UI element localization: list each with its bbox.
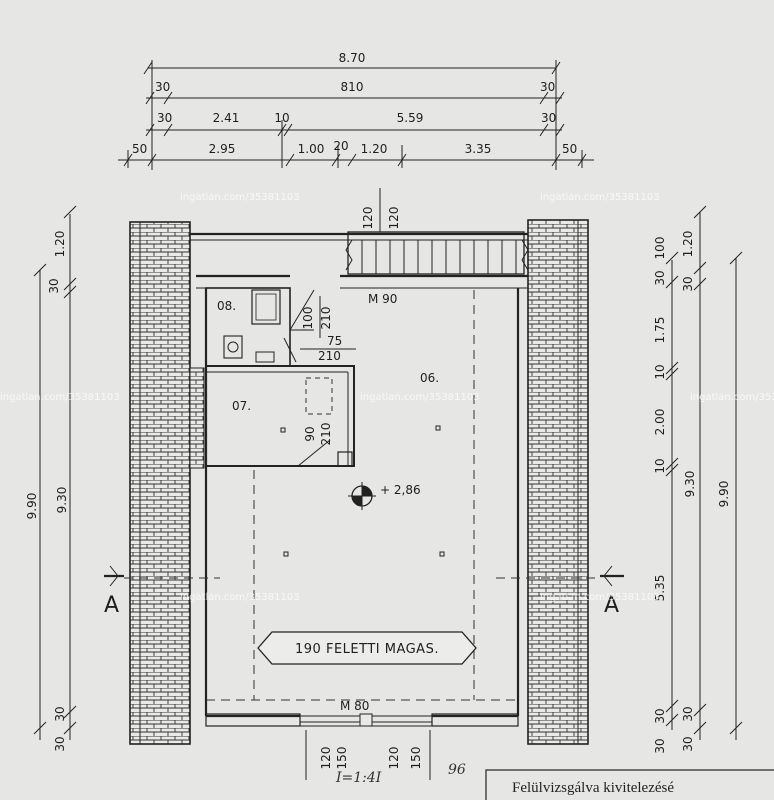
watermark-5: ingatlan.com/35381103 bbox=[690, 392, 774, 403]
dim-row3-c: 10 bbox=[274, 111, 289, 125]
right-dim-outer: 9.90 bbox=[717, 481, 731, 508]
bottom-dimensions: 120 150 120 150 I=1:4I 96 bbox=[305, 730, 466, 786]
door-07-width: 75 bbox=[327, 334, 342, 348]
room-08-label: 08. bbox=[217, 299, 236, 313]
door-stair-width: 90 bbox=[303, 426, 317, 441]
room-08: 08. 100 210 bbox=[205, 287, 333, 367]
dim-row3-a: 30 bbox=[157, 111, 172, 125]
left-dim-b: 30 bbox=[47, 278, 61, 293]
section-marker-left: A bbox=[104, 565, 220, 618]
watermark-3: ingatlan.com/35381103 bbox=[0, 392, 120, 403]
left-dim-d: 30 bbox=[53, 706, 67, 721]
right-inner-b: 30 bbox=[653, 270, 667, 285]
dim-row4-g: 50 bbox=[562, 142, 577, 156]
bottom-dim-b: 150 bbox=[335, 747, 349, 770]
right-mid-c: 9.30 bbox=[683, 471, 697, 498]
door-stair-height: 210 bbox=[319, 423, 333, 446]
dim-row3-b: 2.41 bbox=[213, 111, 240, 125]
dim-row2-mid: 810 bbox=[341, 80, 364, 94]
dim-row4-f: 3.35 bbox=[465, 142, 492, 156]
left-dim-outer: 9.90 bbox=[25, 493, 39, 520]
left-dim-e: 30 bbox=[53, 736, 67, 751]
dim-row4-a: 50 bbox=[132, 142, 147, 156]
dim-row4-d: 20 bbox=[333, 139, 348, 153]
height-note-text: 190 FELETTI MAGAS. bbox=[295, 642, 439, 657]
right-inner-f: 10 bbox=[653, 458, 667, 473]
top-dimension-lines: 8.70 30 810 30 30 2.41 10 5.59 30 50 2.9… bbox=[118, 51, 594, 170]
inner-left-brick bbox=[189, 367, 205, 469]
dim-total-width: 8.70 bbox=[339, 51, 366, 65]
section-marker-right: A bbox=[496, 565, 624, 618]
right-inner-h: 30 bbox=[653, 708, 667, 723]
room-07: 07. 90 210 bbox=[205, 365, 355, 467]
bottom-hand-number: 96 bbox=[448, 762, 466, 778]
right-inner-g: 5.35 bbox=[653, 575, 667, 602]
dim-row4-e: 1.20 bbox=[361, 142, 388, 156]
room-06: 06. M 90 bbox=[206, 290, 518, 701]
watermark-1: ingatlan.com/35381103 bbox=[180, 192, 300, 203]
watermark-2: ingatlan.com/35381103 bbox=[540, 192, 660, 203]
watermark-7: ingatlan.com/35381103 bbox=[540, 592, 660, 603]
left-dim-c: 9.30 bbox=[55, 487, 69, 514]
door-m80-label: M 80 bbox=[340, 699, 369, 713]
stair-dimensions: 120 120 bbox=[361, 188, 401, 232]
right-inner-d: 10 bbox=[653, 364, 667, 379]
watermarks: ingatlan.com/35381103 ingatlan.com/35381… bbox=[0, 192, 774, 603]
dim-row3-e: 30 bbox=[541, 111, 556, 125]
right-inner-a: 100 bbox=[653, 237, 667, 260]
watermark-4: ingatlan.com/35381103 bbox=[360, 392, 480, 403]
right-mid-d: 30 bbox=[681, 706, 695, 721]
bottom-dim-d: 150 bbox=[409, 747, 423, 770]
left-dimension-lines: 9.90 1.20 30 9.30 30 30 bbox=[25, 205, 77, 752]
dim-row4-c: 1.00 bbox=[298, 142, 325, 156]
door-07-height: 210 bbox=[318, 349, 341, 363]
dim-row4-b: 2.95 bbox=[209, 142, 236, 156]
right-mid-e: 30 bbox=[681, 736, 695, 751]
right-brick-wall bbox=[527, 219, 589, 745]
watermark-6: ingatlan.com/35381103 bbox=[180, 592, 300, 603]
right-mid-b: 30 bbox=[681, 276, 695, 291]
dim-row2-left: 30 bbox=[155, 80, 170, 94]
stair-dim-a: 120 bbox=[361, 207, 375, 230]
footer-stamp: Felülvizsgálva kivitelezésé bbox=[485, 769, 774, 800]
right-dimension-lines: 100 30 1.75 10 2.00 10 5.35 30 30 1.20 3… bbox=[653, 205, 743, 754]
height-note: 190 FELETTI MAGAS. bbox=[257, 631, 477, 665]
footer-stamp-text: Felülvizsgálva kivitelezésé bbox=[512, 780, 674, 796]
door-07-dims: 75 210 bbox=[283, 334, 356, 363]
level-marker-value: + 2,86 bbox=[380, 483, 421, 497]
door-08-width: 100 bbox=[301, 307, 315, 330]
dim-row3-d: 5.59 bbox=[397, 111, 424, 125]
right-mid-a: 1.20 bbox=[681, 231, 695, 258]
right-inner-i: 30 bbox=[653, 738, 667, 753]
left-brick-wall bbox=[129, 221, 191, 745]
dim-row2-right: 30 bbox=[540, 80, 555, 94]
room-07-label: 07. bbox=[232, 399, 251, 413]
bottom-dim-a: 120 bbox=[319, 747, 333, 770]
left-dim-a: 1.20 bbox=[53, 231, 67, 258]
section-marker-right-label: A bbox=[604, 593, 619, 618]
right-inner-e: 2.00 bbox=[653, 409, 667, 436]
section-marker-left-label: A bbox=[104, 593, 119, 618]
bottom-hand-scale: I=1:4I bbox=[335, 770, 382, 786]
stair-dim-b: 120 bbox=[387, 207, 401, 230]
door-08-height: 210 bbox=[319, 307, 333, 330]
door-m90-label: M 90 bbox=[368, 292, 397, 306]
level-marker: + 2,86 bbox=[348, 482, 421, 510]
bottom-dim-c: 120 bbox=[387, 747, 401, 770]
right-inner-c: 1.75 bbox=[653, 317, 667, 344]
room-06-label: 06. bbox=[420, 371, 439, 385]
staircase bbox=[345, 231, 529, 275]
